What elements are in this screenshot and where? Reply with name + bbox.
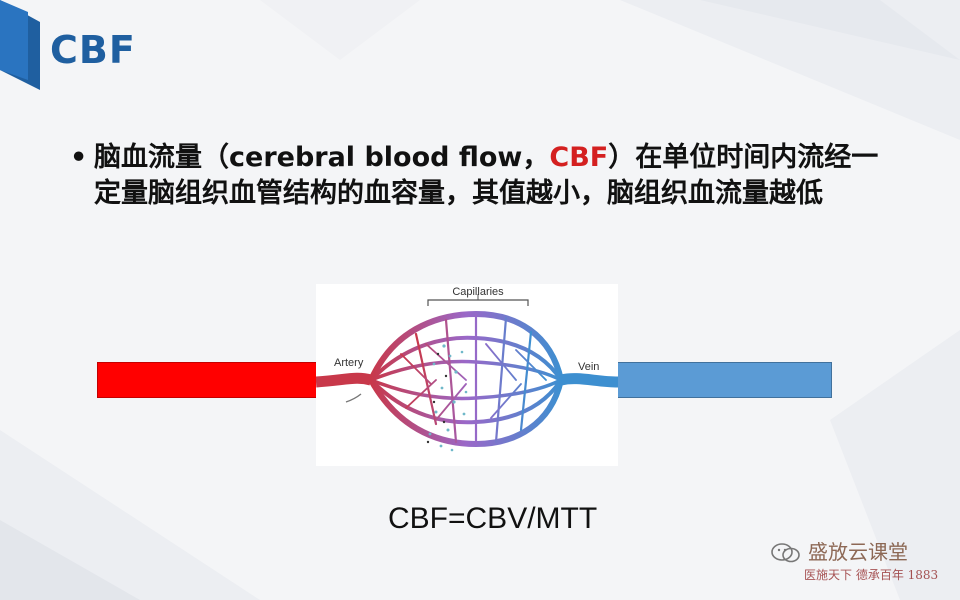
watermark: 盛放云课堂 医施天下 德承百年 1883 [770,536,940,596]
bullet-text: 脑血流量（cerebral blood flow，CBF）在单位时间内流经一定量… [72,140,892,212]
label-capillaries: Capillaries [452,286,504,298]
bullet-highlight-cbf: CBF [549,142,609,173]
label-artery: Artery [334,357,364,369]
label-vein: Vein [578,361,599,373]
bullet-paragraph: • 脑血流量（cerebral blood flow，CBF）在单位时间内流经一… [70,140,892,212]
bullet-marker: • [70,142,88,173]
bullet-text-before: 脑血流量（cerebral blood flow， [94,142,550,173]
capillary-diagram: Capillaries Artery Vein [315,284,619,466]
cbf-formula: CBF=CBV/MTT [388,502,598,535]
capillary-illustration: Capillaries Artery Vein [315,286,619,452]
wechat-icon [771,543,800,563]
bullet-text-after: ）在单位时间内流经一定量脑组织血管结构的血容量，其值越小，脑组织血流量越低 [94,142,879,209]
corner-accent-tab [0,0,40,90]
vein-bar [612,362,832,398]
artery-bar [97,362,323,398]
watermark-subtext: 医施天下 德承百年 1883 [804,568,939,582]
slide-title: CBF [50,28,136,72]
watermark-text: 盛放云课堂 [808,540,908,564]
